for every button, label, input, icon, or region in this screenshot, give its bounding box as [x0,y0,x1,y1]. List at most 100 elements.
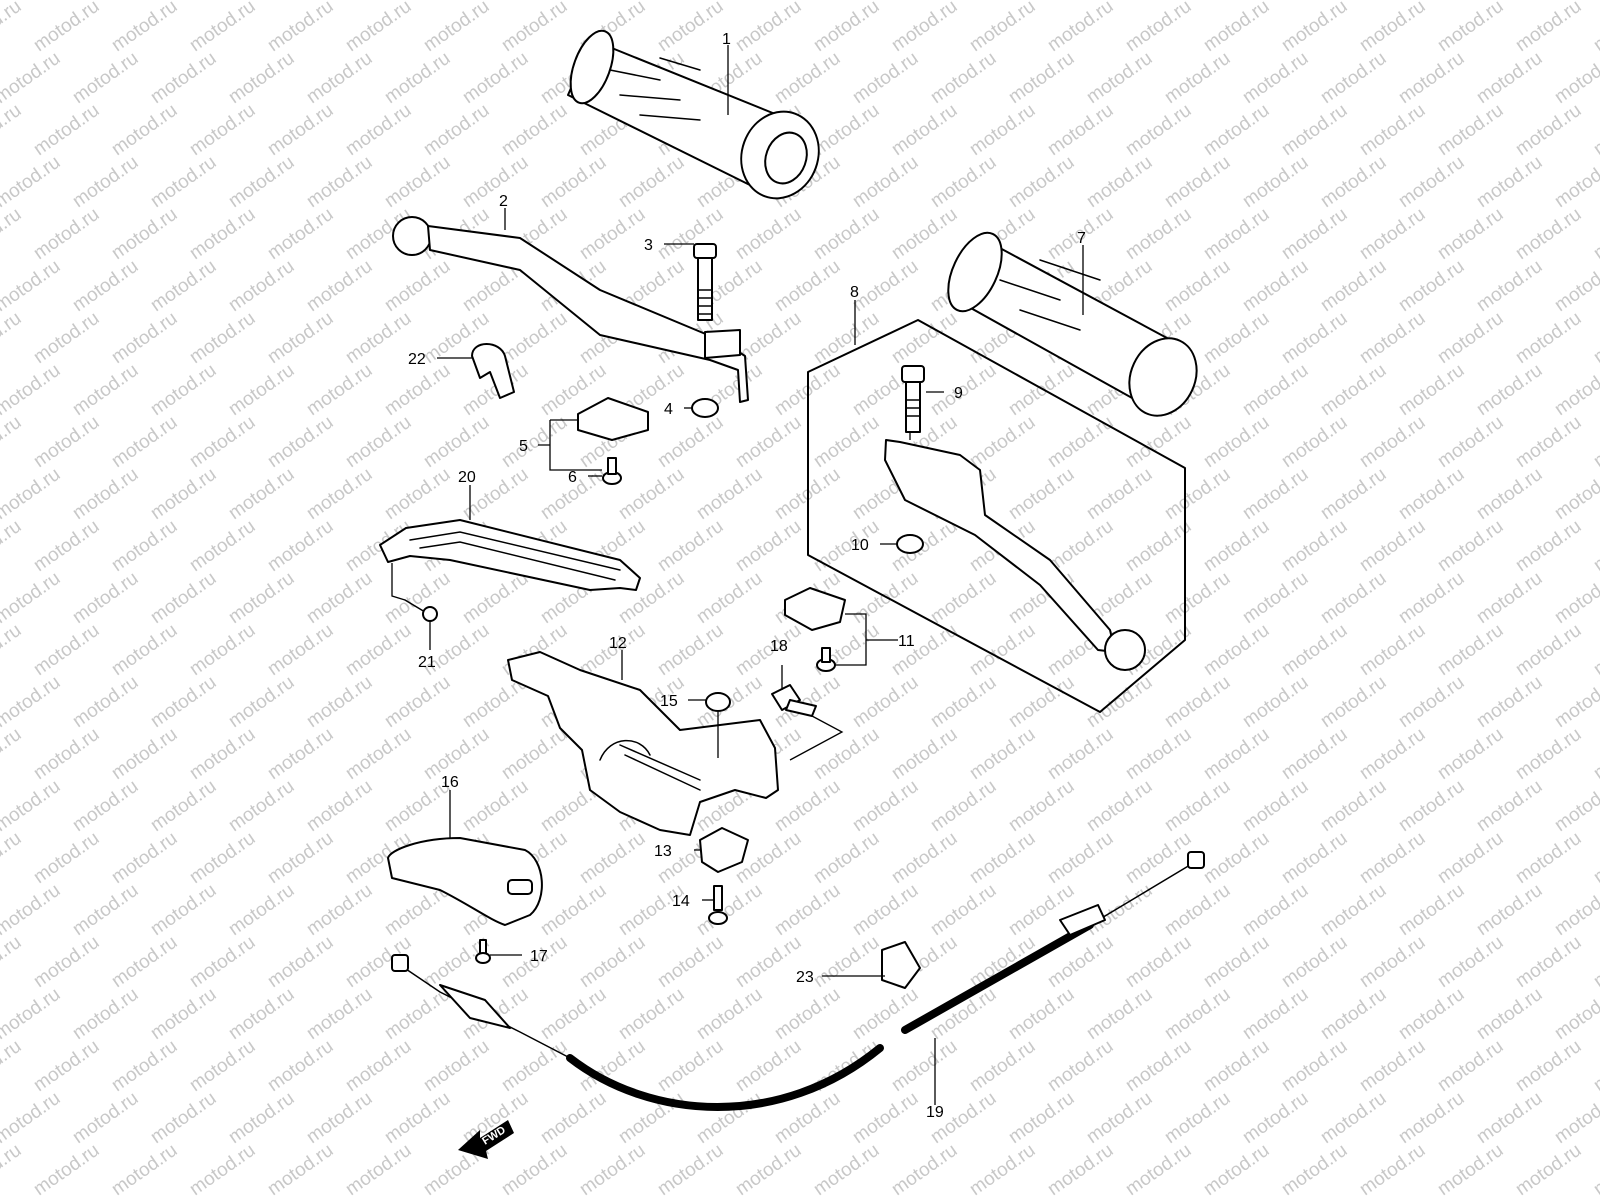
callout-1: 1 [722,31,731,48]
watermark-text: motod.ru [0,516,25,576]
watermark-text: motod.ru [498,412,571,472]
watermark-text: motod.ru [1317,880,1390,940]
watermark-text: motod.ru [1005,464,1078,524]
watermark-text: motod.ru [1161,48,1234,108]
watermark-text: motod.ru [1005,776,1078,836]
watermark-text: motod.ru [1551,360,1600,420]
watermark-text: motod.ru [186,0,259,56]
screw-14 [708,885,728,925]
watermark-text: motod.ru [1122,724,1195,784]
watermark-text: motod.ru [186,516,259,576]
watermark-text: motod.ru [927,152,1000,212]
watermark-text: motod.ru [264,412,337,472]
watermark-text: motod.ru [342,1036,415,1096]
watermark-text: motod.ru [1200,308,1273,368]
watermark-text: motod.ru [849,1088,922,1148]
watermark-text: motod.ru [381,152,454,212]
watermark-text: motod.ru [30,724,103,784]
watermark-text: motod.ru [1590,932,1600,992]
watermark-text: motod.ru [1512,0,1585,56]
watermark-text: motod.ru [303,568,376,628]
callout-12: 12 [609,635,627,652]
watermark-text: motod.ru [693,984,766,1044]
watermark-text: motod.ru [1434,1140,1507,1200]
watermark-text: motod.ru [732,204,805,264]
watermark-text: motod.ru [381,48,454,108]
watermark-text: motod.ru [1200,412,1273,472]
watermark-text: motod.ru [1395,48,1468,108]
callout-5: 5 [519,438,528,455]
watermark-text: motod.ru [0,412,25,472]
watermark-text: motod.ru [225,776,298,836]
watermark-text: motod.ru [888,1036,961,1096]
watermark-text: motod.ru [1473,880,1546,940]
clamp-22 [471,343,515,399]
watermark-text: motod.ru [69,880,142,940]
watermark-text: motod.ru [1590,1036,1600,1096]
watermark-text: motod.ru [30,828,103,888]
watermark-text: motod.ru [1590,308,1600,368]
screw-11 [816,647,836,672]
watermark-text: motod.ru [888,724,961,784]
watermark-text: motod.ru [1122,204,1195,264]
watermark-text: motod.ru [1434,308,1507,368]
lever-left [392,216,749,403]
watermark-text: motod.ru [1356,412,1429,472]
watermark-text: motod.ru [1278,620,1351,680]
watermark-text: motod.ru [30,932,103,992]
watermark-text: motod.ru [654,1140,727,1200]
watermark-text: motod.ru [264,0,337,56]
watermark-text: motod.ru [342,0,415,56]
watermark-text: motod.ru [1005,152,1078,212]
watermark-text: motod.ru [303,984,376,1044]
watermark-text: motod.ru [147,776,220,836]
watermark-text: motod.ru [1083,48,1156,108]
watermark-text: motod.ru [1512,412,1585,472]
watermark-text: motod.ru [1395,776,1468,836]
watermark-text: motod.ru [264,828,337,888]
watermark-text: motod.ru [186,1140,259,1200]
watermark-text: motod.ru [966,828,1039,888]
watermark-text: motod.ru [303,256,376,316]
watermark-text: motod.ru [849,152,922,212]
watermark-text: motod.ru [381,360,454,420]
watermark-text: motod.ru [1161,256,1234,316]
watermark-text: motod.ru [1200,620,1273,680]
watermark-text: motod.ru [1278,204,1351,264]
cover-16 [387,837,543,926]
watermark-text: motod.ru [1200,1036,1273,1096]
watermark-text: motod.ru [1278,412,1351,472]
watermark-text: motod.ru [0,1088,64,1148]
watermark-text: motod.ru [342,308,415,368]
watermark-text: motod.ru [966,0,1039,56]
guard-20 [379,519,641,591]
nut-4 [691,398,719,418]
watermark-text: motod.ru [1356,724,1429,784]
watermark-text: motod.ru [1551,464,1600,524]
watermark-text: motod.ru [810,724,883,784]
watermark-text: motod.ru [693,568,766,628]
watermark-text: motod.ru [186,932,259,992]
watermark-text: motod.ru [147,48,220,108]
watermark-text: motod.ru [888,0,961,56]
watermark-text: motod.ru [303,464,376,524]
watermark-text: motod.ru [693,1088,766,1148]
watermark-text: motod.ru [108,620,181,680]
watermark-text: motod.ru [1239,984,1312,1044]
watermark-text: motod.ru [1044,724,1117,784]
callout-9: 9 [954,385,963,402]
watermark-text: motod.ru [1590,412,1600,472]
callout-20: 20 [458,469,476,486]
watermark-text: motod.ru [1551,568,1600,628]
watermark-text: motod.ru [1590,100,1600,160]
grip-right [567,29,820,200]
watermark-text: motod.ru [1551,152,1600,212]
watermark-text: motod.ru [1317,360,1390,420]
watermark-text: motod.ru [1278,724,1351,784]
watermark-text: motod.ru [498,724,571,784]
watermark-text: motod.ru [966,1036,1039,1096]
watermark-text: motod.ru [69,1088,142,1148]
watermark-text: motod.ru [1317,256,1390,316]
watermark-text: motod.ru [1122,412,1195,472]
watermark-text: motod.ru [1356,100,1429,160]
